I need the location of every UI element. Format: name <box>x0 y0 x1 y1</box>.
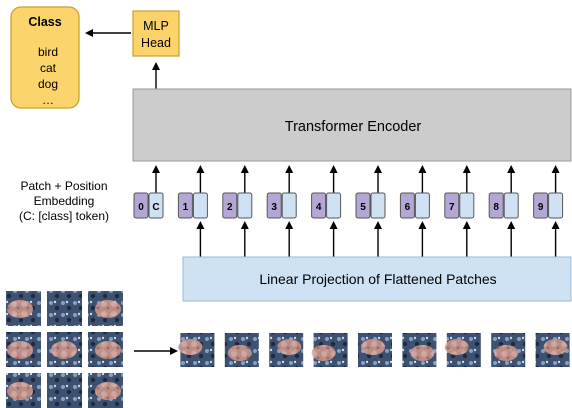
position-number: 7 <box>449 202 455 213</box>
token-9: 9 <box>533 165 564 257</box>
position-number: 4 <box>316 202 322 213</box>
mlp-head-box <box>132 10 180 57</box>
patch-thumbnail <box>491 333 526 367</box>
patch-embedding-cell <box>370 192 386 219</box>
position-embedding-cell <box>355 192 371 219</box>
transformer-encoder-box <box>132 88 572 162</box>
patch-embedding-cell <box>548 192 564 219</box>
class-box: Class bird cat dog … <box>10 6 80 109</box>
image-grid-patch <box>47 332 82 367</box>
patch-embedding-cell <box>237 192 253 219</box>
position-embedding-cell <box>266 192 282 219</box>
image-grid-patch <box>6 332 41 367</box>
linear-projection-box <box>182 256 572 302</box>
mlp-head: MLP Head <box>132 10 180 57</box>
transformer-encoder: Transformer Encoder <box>132 88 572 162</box>
image-grid-patch <box>88 291 123 326</box>
patch-thumbnail <box>178 333 215 367</box>
position-embedding-cell <box>177 192 193 219</box>
class-box-frame <box>10 6 80 109</box>
token-2: 2 <box>222 165 253 257</box>
position-embedding-cell <box>222 192 238 219</box>
position-embedding-cell <box>444 192 460 219</box>
class-item-dog: dog <box>38 77 58 91</box>
patch-thumbnail <box>269 333 304 367</box>
image-grid-patch <box>88 332 123 367</box>
patch-embedding-cell <box>326 192 342 219</box>
class-item-cat: cat <box>40 61 57 75</box>
position-number: 2 <box>227 202 233 213</box>
image-grid-patch <box>88 373 123 408</box>
linear-projection: Linear Projection of Flattened Patches <box>182 256 572 302</box>
embedding-caption-line1: Patch + Position <box>20 179 107 193</box>
position-number: 0 <box>138 202 144 213</box>
position-embedding-cell <box>533 192 549 219</box>
patch-thumbnail <box>444 333 481 367</box>
token-1: 1 <box>177 165 208 257</box>
position-number: 8 <box>493 202 499 213</box>
patch-thumbnail <box>311 333 348 367</box>
mlp-head-line1: MLP <box>143 19 169 33</box>
token-6: 6 <box>399 165 430 257</box>
linear-projection-label: Linear Projection of Flattened Patches <box>259 271 496 287</box>
position-number: 1 <box>183 202 189 213</box>
image-grid-patch <box>47 291 82 326</box>
patch-thumbnail <box>535 333 570 367</box>
token-3: 3 <box>266 165 297 257</box>
embedding-caption-line2: Embedding <box>34 194 95 208</box>
embedding-caption-line3: (C: [class] token) <box>19 209 109 223</box>
token-4: 4 <box>311 165 342 257</box>
patch-embedding-cell <box>192 192 208 219</box>
patch-strip <box>178 333 570 367</box>
mlp-head-line2: Head <box>141 36 171 50</box>
position-number: 5 <box>360 202 366 213</box>
class-token-label: C <box>152 202 159 213</box>
position-embedding-cell <box>488 192 504 219</box>
token-7: 7 <box>444 165 475 257</box>
position-embedding-cell <box>311 192 327 219</box>
image-grid-patch <box>47 373 82 408</box>
patch-embedding-cell <box>281 192 297 219</box>
position-number: 3 <box>271 202 277 213</box>
class-box-title: Class <box>28 15 61 29</box>
patch-embedding-cell <box>459 192 475 219</box>
image-grid <box>6 291 123 408</box>
embedding-caption: Patch + Position Embedding (C: [class] t… <box>19 179 109 223</box>
image-grid-patch <box>6 291 41 326</box>
transformer-encoder-label: Transformer Encoder <box>285 119 422 135</box>
patch-embedding-cell <box>503 192 519 219</box>
patch-thumbnail <box>358 333 392 367</box>
token-8: 8 <box>488 165 519 257</box>
image-grid-patch <box>6 373 41 408</box>
position-embedding-cell <box>133 192 149 219</box>
token-5: 5 <box>355 165 386 257</box>
class-item-bird: bird <box>38 45 58 59</box>
class-token-cell <box>148 192 164 219</box>
class-item-ellipsis: … <box>42 93 54 107</box>
patch-thumbnail <box>224 333 259 367</box>
position-number: 9 <box>538 202 544 213</box>
patch-thumbnail <box>402 333 437 367</box>
patch-embedding-cell <box>414 192 430 219</box>
position-number: 6 <box>405 202 411 213</box>
position-embedding-cell <box>399 192 415 219</box>
